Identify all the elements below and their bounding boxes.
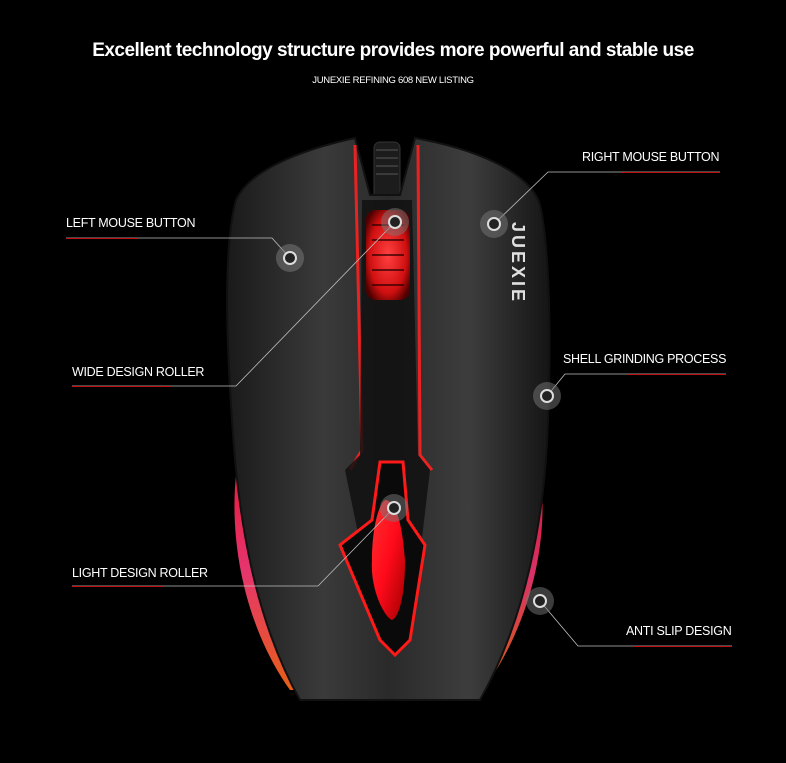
callout-underline-accent	[634, 646, 732, 647]
callout-right-mouse-button: RIGHT MOUSE BUTTON	[582, 150, 720, 164]
callout-anti-slip-design: ANTI SLIP DESIGN	[626, 624, 732, 638]
callout-markers	[276, 208, 561, 615]
callout-underline-accent	[72, 386, 172, 387]
callout-left-mouse-button: LEFT MOUSE BUTTON	[66, 216, 196, 230]
callout-underline-accent	[622, 172, 720, 173]
callout-light-design-roller: LIGHT DESIGN ROLLER	[72, 566, 208, 580]
page-subtitle: JUNEXIE REFINING 608 NEW LISTING	[312, 75, 474, 86]
callout-underline-accent	[72, 586, 164, 587]
callout-underline-accent	[66, 238, 138, 239]
page-title: Excellent technology structure provides …	[92, 40, 694, 61]
callout-underline-accent	[628, 374, 726, 375]
brand-logo: JUEXIE	[508, 222, 528, 304]
callout-shell-grinding-process: SHELL GRINDING PROCESS	[563, 352, 727, 366]
callout-wide-design-roller: WIDE DESIGN ROLLER	[72, 365, 205, 379]
